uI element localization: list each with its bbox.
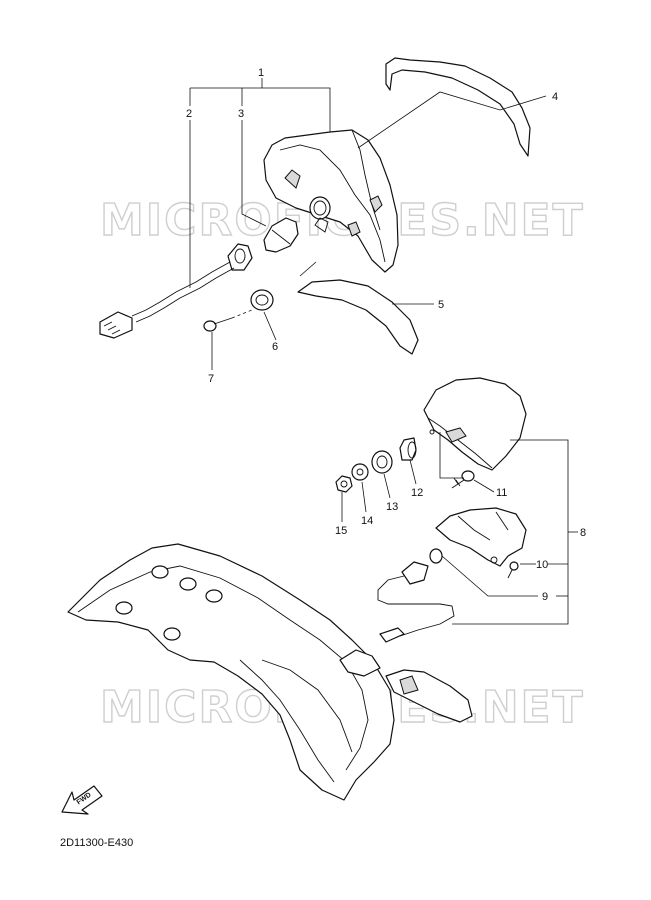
- grommet-13: [371, 450, 393, 474]
- callout-8: 8: [580, 527, 586, 539]
- callout-12: 12: [411, 487, 423, 499]
- callout-5: 5: [438, 299, 444, 311]
- grommet: [250, 289, 274, 311]
- screw-7: [203, 309, 253, 332]
- document-code: 2D11300-E430: [60, 837, 133, 849]
- washer-14: [351, 463, 369, 481]
- callout-3: 3: [238, 108, 244, 120]
- cover-5: [297, 279, 419, 355]
- license-lamp-bracket: [435, 507, 527, 567]
- leader-lines: [189, 78, 578, 625]
- callout-7: 7: [208, 373, 214, 385]
- callout-14: 14: [361, 515, 373, 527]
- license-light-unit: [423, 377, 527, 471]
- callout-6: 6: [272, 341, 278, 353]
- callout-13: 13: [386, 501, 398, 513]
- callout-11: 11: [496, 487, 507, 499]
- nut-15: [335, 475, 353, 493]
- rear-fender: [67, 543, 473, 801]
- callout-15: 15: [335, 525, 347, 537]
- collar-12: [399, 437, 417, 461]
- cover-4: [385, 57, 531, 157]
- callout-1: 1: [258, 67, 264, 79]
- bulb: [263, 217, 299, 253]
- wire-lead: [99, 243, 253, 339]
- callout-9: 9: [542, 591, 548, 603]
- fwd-arrow: FWD: [61, 785, 103, 815]
- callout-4: 4: [552, 91, 558, 103]
- callout-10: 10: [536, 559, 548, 571]
- license-bulb-wire: [377, 548, 455, 643]
- bulb-socket: [309, 196, 331, 233]
- screw-11: [451, 470, 475, 489]
- tail-light-unit: [263, 129, 399, 273]
- callout-labels: 1 2 3 4 5 6 7 8 9 10 11 12 13 14 15: [186, 67, 586, 603]
- screw-10: [507, 561, 519, 579]
- callout-2: 2: [186, 108, 192, 120]
